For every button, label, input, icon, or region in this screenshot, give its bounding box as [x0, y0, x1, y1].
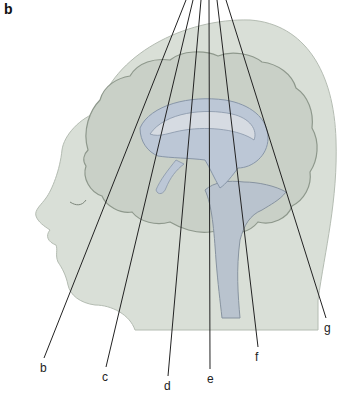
projection-line	[168, 0, 201, 376]
eye-mark	[70, 200, 86, 205]
line-label: b	[40, 362, 47, 374]
line-label: e	[207, 373, 214, 385]
third-ventricle	[156, 160, 184, 194]
projection-line	[209, 0, 210, 369]
projection-line	[217, 0, 258, 347]
brainstem	[205, 181, 286, 318]
projection-line	[44, 0, 186, 358]
ear-mark	[240, 230, 254, 246]
line-label: g	[324, 322, 331, 334]
projection-line	[226, 0, 326, 318]
panel-label: b	[4, 2, 13, 16]
brain-outline	[84, 52, 317, 233]
line-label: f	[255, 351, 258, 363]
line-label: d	[164, 380, 171, 392]
line-label: c	[102, 371, 108, 383]
projection-line	[106, 0, 193, 367]
